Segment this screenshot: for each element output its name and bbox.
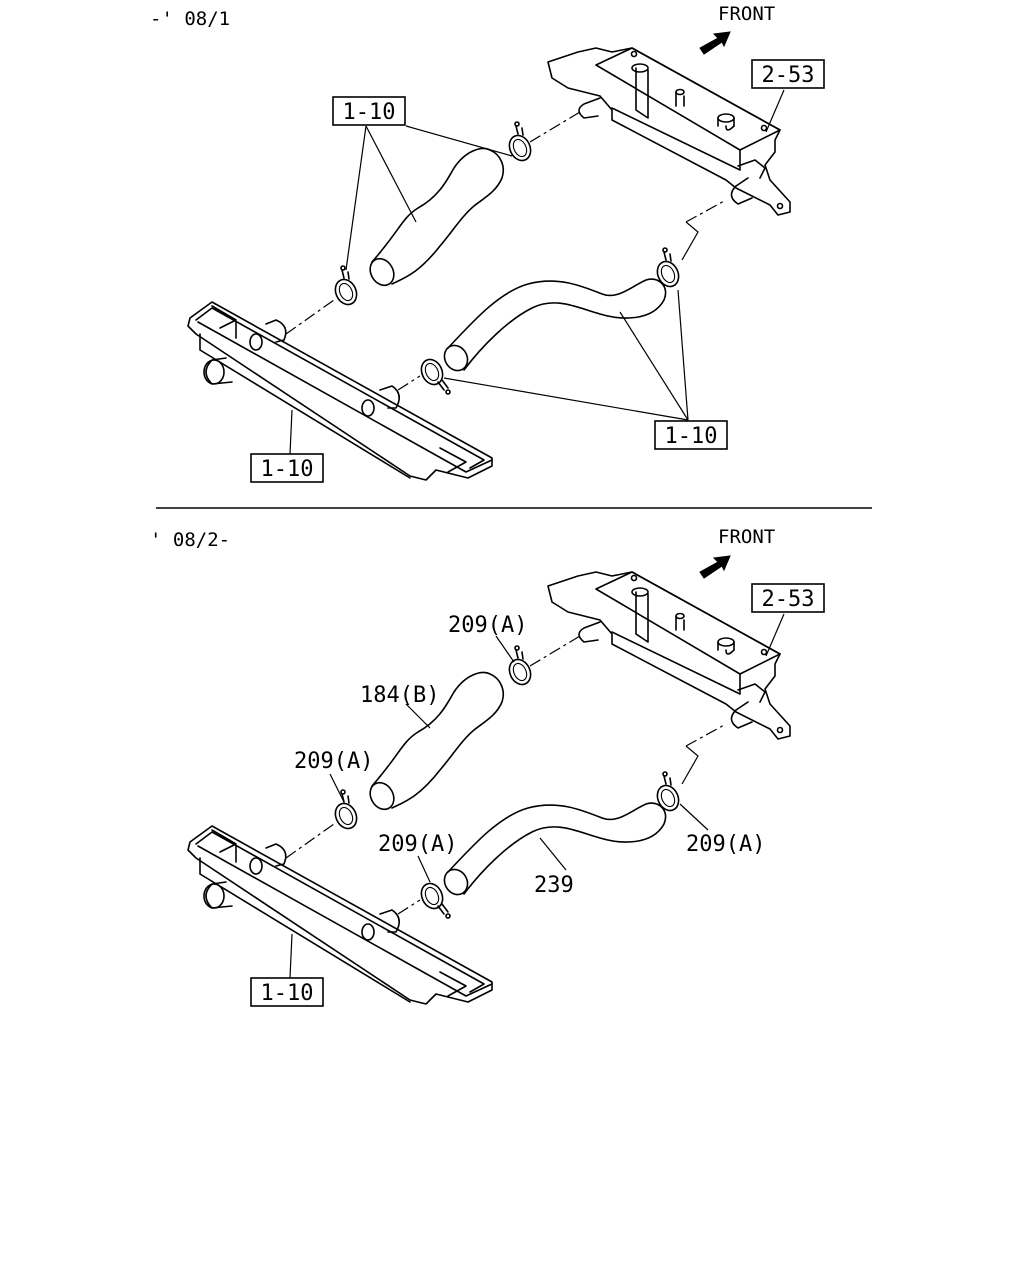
section-top: -' 08/1 FRONT 1-10 1-10 1-10 [150,3,825,483]
clamp-upper-tank-bottom [330,789,362,833]
upper-hose-top [364,147,505,291]
clamp-upper-cooler-top [504,121,536,165]
ref-box-bottom-cooler [751,583,825,613]
front-label-bottom: FRONT [718,526,775,548]
ref-box-bottom-tank [250,977,324,1007]
ref-box-top-lower [654,420,728,450]
ref-box-top-upper [332,96,406,126]
clamp-upper-cooler-bottom [504,645,536,689]
ref-label-bottom-cooler: 2-53 [762,587,815,612]
period-label-bottom: ' 08/2- [150,529,230,551]
section-bottom: ' 08/2- FRONT [150,526,825,1007]
part-label-clamp-upper-tank: 209(A) [294,749,373,774]
ref-label-bottom-tank: 1-10 [261,981,314,1006]
ref-label-top-lower: 1-10 [665,424,718,449]
clamp-lower-cooler-bottom [652,771,684,815]
ref-label-top-tank: 1-10 [261,457,314,482]
part-label-upper-hose: 184(B) [360,683,439,708]
front-arrow-icon [699,555,731,579]
ref-box-top-tank [250,453,324,483]
clamp-upper-tank-top [330,265,362,309]
front-label-top: FRONT [718,3,775,25]
lower-hose-top [439,278,667,376]
ref-box-top-cooler [751,59,825,89]
clamp-lower-cooler-top [652,247,684,291]
part-label-clamp-upper-cooler: 209(A) [448,613,527,638]
part-label-lower-hose: 239 [534,873,574,898]
part-label-clamp-lower-cooler: 209(A) [686,832,765,857]
front-arrow-icon [699,31,731,55]
part-label-clamp-lower-tank: 209(A) [378,832,457,857]
ref-label-top-cooler: 2-53 [762,63,815,88]
ref-label-top-upper: 1-10 [343,100,396,125]
period-label-top: -' 08/1 [150,8,230,30]
